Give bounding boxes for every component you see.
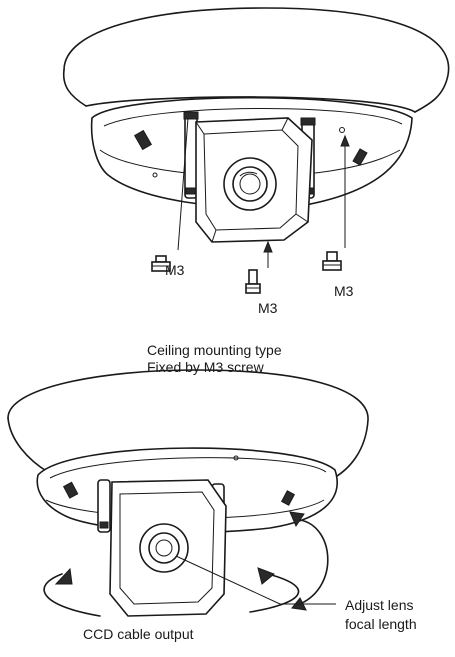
label-ccd-cable-output: CCD cable output [83, 626, 194, 642]
lens-leader-line [175, 555, 336, 605]
caption-mount-type: Ceiling mounting type [147, 342, 282, 358]
rotate-vertical-arrow [289, 511, 329, 611]
ceiling-mount-camera-bottom [7, 369, 369, 617]
screw-label-right: M3 [334, 283, 354, 299]
label-adjust-lens: Adjust lens [345, 597, 414, 613]
screw-label-center: M3 [258, 300, 278, 316]
rotate-horizontal-arrow [43, 567, 300, 617]
label-focal-length: focal length [345, 616, 417, 632]
screw-center-icon [245, 269, 261, 294]
screw-arrows [177, 117, 350, 268]
screw-left-icon [151, 255, 171, 272]
screw-right-icon [322, 251, 342, 271]
caption-fixed-by: Fixed by M3 screw [147, 359, 264, 375]
ceiling-mount-camera-top [62, 7, 450, 243]
screw-label-left: M3 [165, 262, 185, 278]
